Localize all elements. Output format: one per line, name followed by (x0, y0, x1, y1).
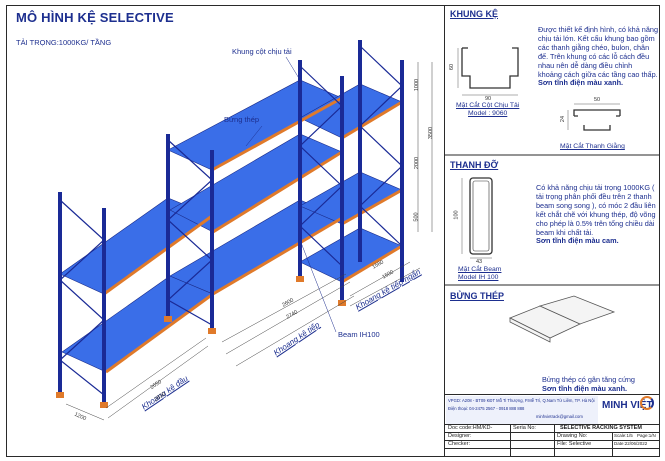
beam (211, 96, 343, 172)
title-block-top (444, 394, 660, 395)
beam-profile-drawing (461, 177, 493, 259)
khung-ke-desc-text: Được thiết kế định hình, có khả năng chị… (538, 25, 659, 79)
caption-brace: Mặt Cắt Thanh Giằng (560, 143, 625, 150)
bracing (59, 45, 403, 396)
deck-panel-drawing (509, 295, 616, 343)
company-logo: MINH VIỆT (602, 400, 653, 411)
system-name: SELECTIVE RACKING SYSTEM (560, 425, 642, 431)
bung-thep-desc-bold: Sơn tĩnh điện màu xanh. (542, 383, 628, 393)
thanh-do-description: Có khả năng chịu tải trọng 1000KG ( tải … (536, 183, 658, 246)
base-plate (100, 402, 108, 408)
company-address: VPGD: A208 - BT09 KĐT Mỗ Ti Thượng, P.Mễ… (448, 398, 595, 403)
title-row-line (444, 424, 660, 425)
callout-deck: Bửng thép (224, 115, 260, 124)
callout-upright: Khung cột chịu tải (232, 47, 292, 56)
beam (341, 188, 403, 226)
title-row-line (444, 432, 660, 433)
base-plate (296, 276, 304, 282)
dim-brace-24: 24 (560, 115, 567, 123)
title-row-line (444, 448, 660, 449)
bung-thep-desc-text: Bửng thép có gân tăng cứng (542, 375, 635, 384)
dimension-lines (65, 62, 433, 421)
caption-column: Mặt Cắt Cột Chịu Tải Model : 9060 (456, 102, 519, 118)
dim-beam-43: 43 (476, 259, 483, 265)
company-info-box: VPGD: A208 - BT09 KĐT Mỗ Ti Thượng, P.Mễ… (446, 396, 598, 424)
beam (212, 216, 343, 296)
title-col-line (612, 432, 613, 457)
drawing-no: Drawing No: (557, 433, 588, 439)
thanh-do-desc-text: Có khả năng chịu tải trọng 1000KG ( tải … (536, 183, 656, 237)
designer: Designer: (448, 433, 472, 439)
brace (359, 45, 403, 247)
file-name: File: Selective (557, 441, 592, 447)
beams (103, 96, 403, 374)
load-capacity: TẢI TRỌNG:1000KG/ TẦNG (16, 38, 112, 47)
serial-no: Seria No: (513, 425, 536, 431)
drawing-title: MÔ HÌNH KỆ SELECTIVE (16, 10, 174, 25)
panel-divider (444, 5, 445, 457)
beam (105, 292, 214, 374)
title-col-line (554, 424, 555, 457)
dim-col-60: 60 (449, 63, 456, 71)
brace (299, 65, 343, 267)
company-email: minhvietrack@gmail.com (536, 414, 583, 419)
bung-thep-description: Bửng thép có gân tăng cứng Sơn tĩnh điện… (542, 375, 658, 394)
caption-column-line2: Model : 9060 (468, 110, 508, 117)
beam (341, 244, 403, 284)
dim-col-90: 90 (485, 96, 492, 102)
doc-code: Doc code:HM/KD- (448, 425, 493, 431)
base-plate (208, 328, 216, 334)
brace (166, 139, 213, 326)
caption-column-line1: Mặt Cắt Cột Chịu Tải (456, 102, 520, 109)
heading-bung-thep: BỬNG THÉP (450, 291, 504, 301)
scale: Scale:1/5 (614, 433, 633, 438)
khung-ke-description: Được thiết kế định hình, có khả năng chị… (538, 25, 659, 88)
thanh-do-desc-bold: Sơn tĩnh điện màu cam. (536, 236, 619, 246)
callout-leaders (245, 56, 337, 333)
caption-beam-line1: Mặt Cắt Beam (458, 266, 502, 273)
company-phone: Điện thoại: 04-2475 2567 - 0918 888 888 (448, 406, 525, 411)
heading-thanh-do: THANH ĐỠ (450, 160, 499, 170)
dim-beam-100: 100 (453, 210, 460, 220)
base-plate (56, 392, 64, 398)
title-col-line (510, 424, 511, 457)
page-number: Page:1/N (637, 433, 656, 438)
column-profile-drawing (457, 47, 519, 96)
caption-beam: Mặt Cắt Beam Model IH 100 (458, 266, 501, 282)
brace-profile-drawing (567, 103, 621, 131)
beam (341, 100, 403, 140)
checker: Checker: (448, 441, 471, 447)
title-row-line (444, 440, 660, 441)
base-plate (164, 316, 172, 322)
khung-ke-desc-bold: Sơn tĩnh điện màu xanh. (538, 78, 624, 88)
heading-khung-ke: KHUNG KỆ (450, 9, 499, 19)
beam (103, 214, 213, 296)
dim-brace-50: 50 (594, 97, 601, 103)
brace (59, 199, 105, 396)
date: Date:22/06/2022 (614, 441, 648, 446)
caption-beam-line2: Model IH 100 (458, 274, 499, 281)
logo-mark-icon (640, 396, 654, 410)
drawing-frame (6, 5, 660, 457)
callout-beam: Beam IH100 (338, 330, 380, 339)
